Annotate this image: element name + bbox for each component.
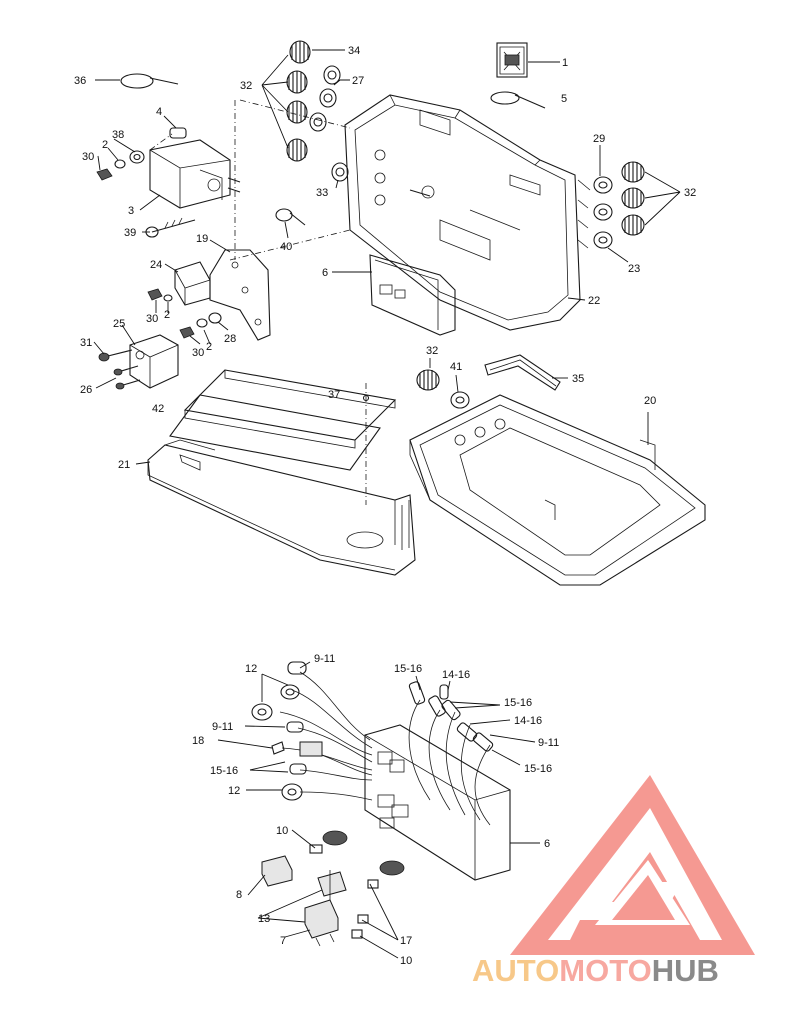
part-42-plate: [169, 369, 397, 471]
label-2-top: 2: [102, 139, 108, 151]
part-24-relay: [174, 261, 211, 306]
label-29: 29: [593, 133, 605, 145]
part-31-26-screws: [98, 349, 141, 390]
label-42: 42: [152, 403, 164, 415]
label-1: 1: [562, 57, 568, 69]
automotohub-wordmark: AUTOMOTOHUB: [472, 953, 719, 988]
label-14-16-right: 14-16: [514, 715, 542, 727]
label-15-16-left: 15-16: [210, 765, 238, 777]
part-41-32-grommets: [416, 369, 470, 409]
part-1-tie-mount: [496, 42, 528, 78]
wire-harness-right: [408, 699, 491, 826]
part-19-bracket: [209, 249, 271, 341]
label-7: 7: [280, 935, 286, 947]
label-28: 28: [224, 333, 236, 345]
part-38-2-30-hardware: [96, 150, 145, 181]
label-2-mid: 2: [164, 309, 170, 321]
label-35: 35: [572, 373, 584, 385]
automotohub-logo-mark: [510, 775, 755, 955]
label-30-mid: 30: [146, 313, 158, 325]
fuse-block-6-lower: [364, 724, 511, 881]
label-22: 22: [588, 295, 600, 307]
label-13: 13: [258, 913, 270, 925]
part-40-tie: [275, 208, 306, 226]
label-5: 5: [561, 93, 567, 105]
brand-wordmark: AUTOMOTOHUB: [472, 953, 719, 988]
label-15-16-top: 15-16: [394, 663, 422, 675]
label-30-low: 30: [192, 347, 204, 359]
label-2-low: 2: [206, 341, 212, 353]
terminals-right: [408, 681, 494, 752]
label-41: 41: [450, 361, 462, 373]
label-17: 17: [400, 935, 412, 947]
label-36: 36: [74, 75, 86, 87]
label-33: 33: [316, 187, 328, 199]
label-6-lower: 6: [544, 838, 550, 850]
wire-harness-left: [279, 671, 373, 801]
label-26: 26: [80, 384, 92, 396]
part-4-pin: [149, 127, 187, 151]
label-12-low: 12: [228, 785, 240, 797]
part-21-base-tray: [147, 439, 416, 576]
part-39-screw: [145, 217, 196, 238]
label-30-top: 30: [82, 151, 94, 163]
part-6-fuse-block-top: [369, 254, 456, 336]
part-29-32-23-grommets-right: [577, 161, 645, 249]
label-19: 19: [196, 233, 208, 245]
label-9-11-top: 9-11: [314, 653, 335, 665]
label-32-left: 32: [240, 80, 252, 92]
label-40: 40: [280, 241, 292, 253]
label-4: 4: [156, 106, 162, 118]
part-5-cable-tie: [490, 91, 546, 109]
label-15-16-low: 15-16: [524, 763, 552, 775]
label-25: 25: [113, 318, 125, 330]
part-35-hose: [484, 354, 561, 391]
label-10-top: 10: [276, 825, 288, 837]
label-32-right: 32: [684, 187, 696, 199]
terminals-left: [251, 661, 323, 801]
label-20: 20: [644, 395, 656, 407]
fuses-holders: [261, 830, 405, 947]
label-31: 31: [80, 337, 92, 349]
label-9-11-right: 9-11: [538, 737, 559, 749]
part-3-solenoid: [149, 139, 241, 209]
part-32-grommets-left: [286, 40, 311, 162]
label-8: 8: [236, 889, 242, 901]
part-25-solenoid: [129, 334, 179, 389]
label-39: 39: [124, 227, 136, 239]
label-18: 18: [192, 735, 204, 747]
label-27: 27: [352, 75, 364, 87]
label-15-16-right: 15-16: [504, 697, 532, 709]
label-37: 37: [328, 389, 340, 401]
label-10-bottom: 10: [400, 955, 412, 967]
label-23: 23: [628, 263, 640, 275]
label-6-top: 6: [322, 267, 328, 279]
part-37-stud: [362, 383, 370, 505]
part-22-box-cover: [344, 94, 581, 331]
label-12-top: 12: [245, 663, 257, 675]
label-9-11-left: 9-11: [212, 721, 233, 733]
part-30-2-hardware-mid: [147, 288, 222, 339]
label-38: 38: [112, 129, 124, 141]
label-34: 34: [348, 45, 360, 57]
label-14-16-top: 14-16: [442, 669, 470, 681]
part-labels: 1 5 34 27 32 36 4 38 2 30 3 39 40 33 29 …: [74, 45, 696, 967]
part-36-cable-tie: [120, 73, 179, 89]
leader-lines: [93, 49, 681, 959]
label-3: 3: [128, 205, 134, 217]
label-21: 21: [118, 459, 130, 471]
part-34-27-grommets: [309, 65, 349, 182]
part-20-lower-housing: [409, 394, 706, 586]
label-24: 24: [150, 259, 162, 271]
label-32-bottom: 32: [426, 345, 438, 357]
